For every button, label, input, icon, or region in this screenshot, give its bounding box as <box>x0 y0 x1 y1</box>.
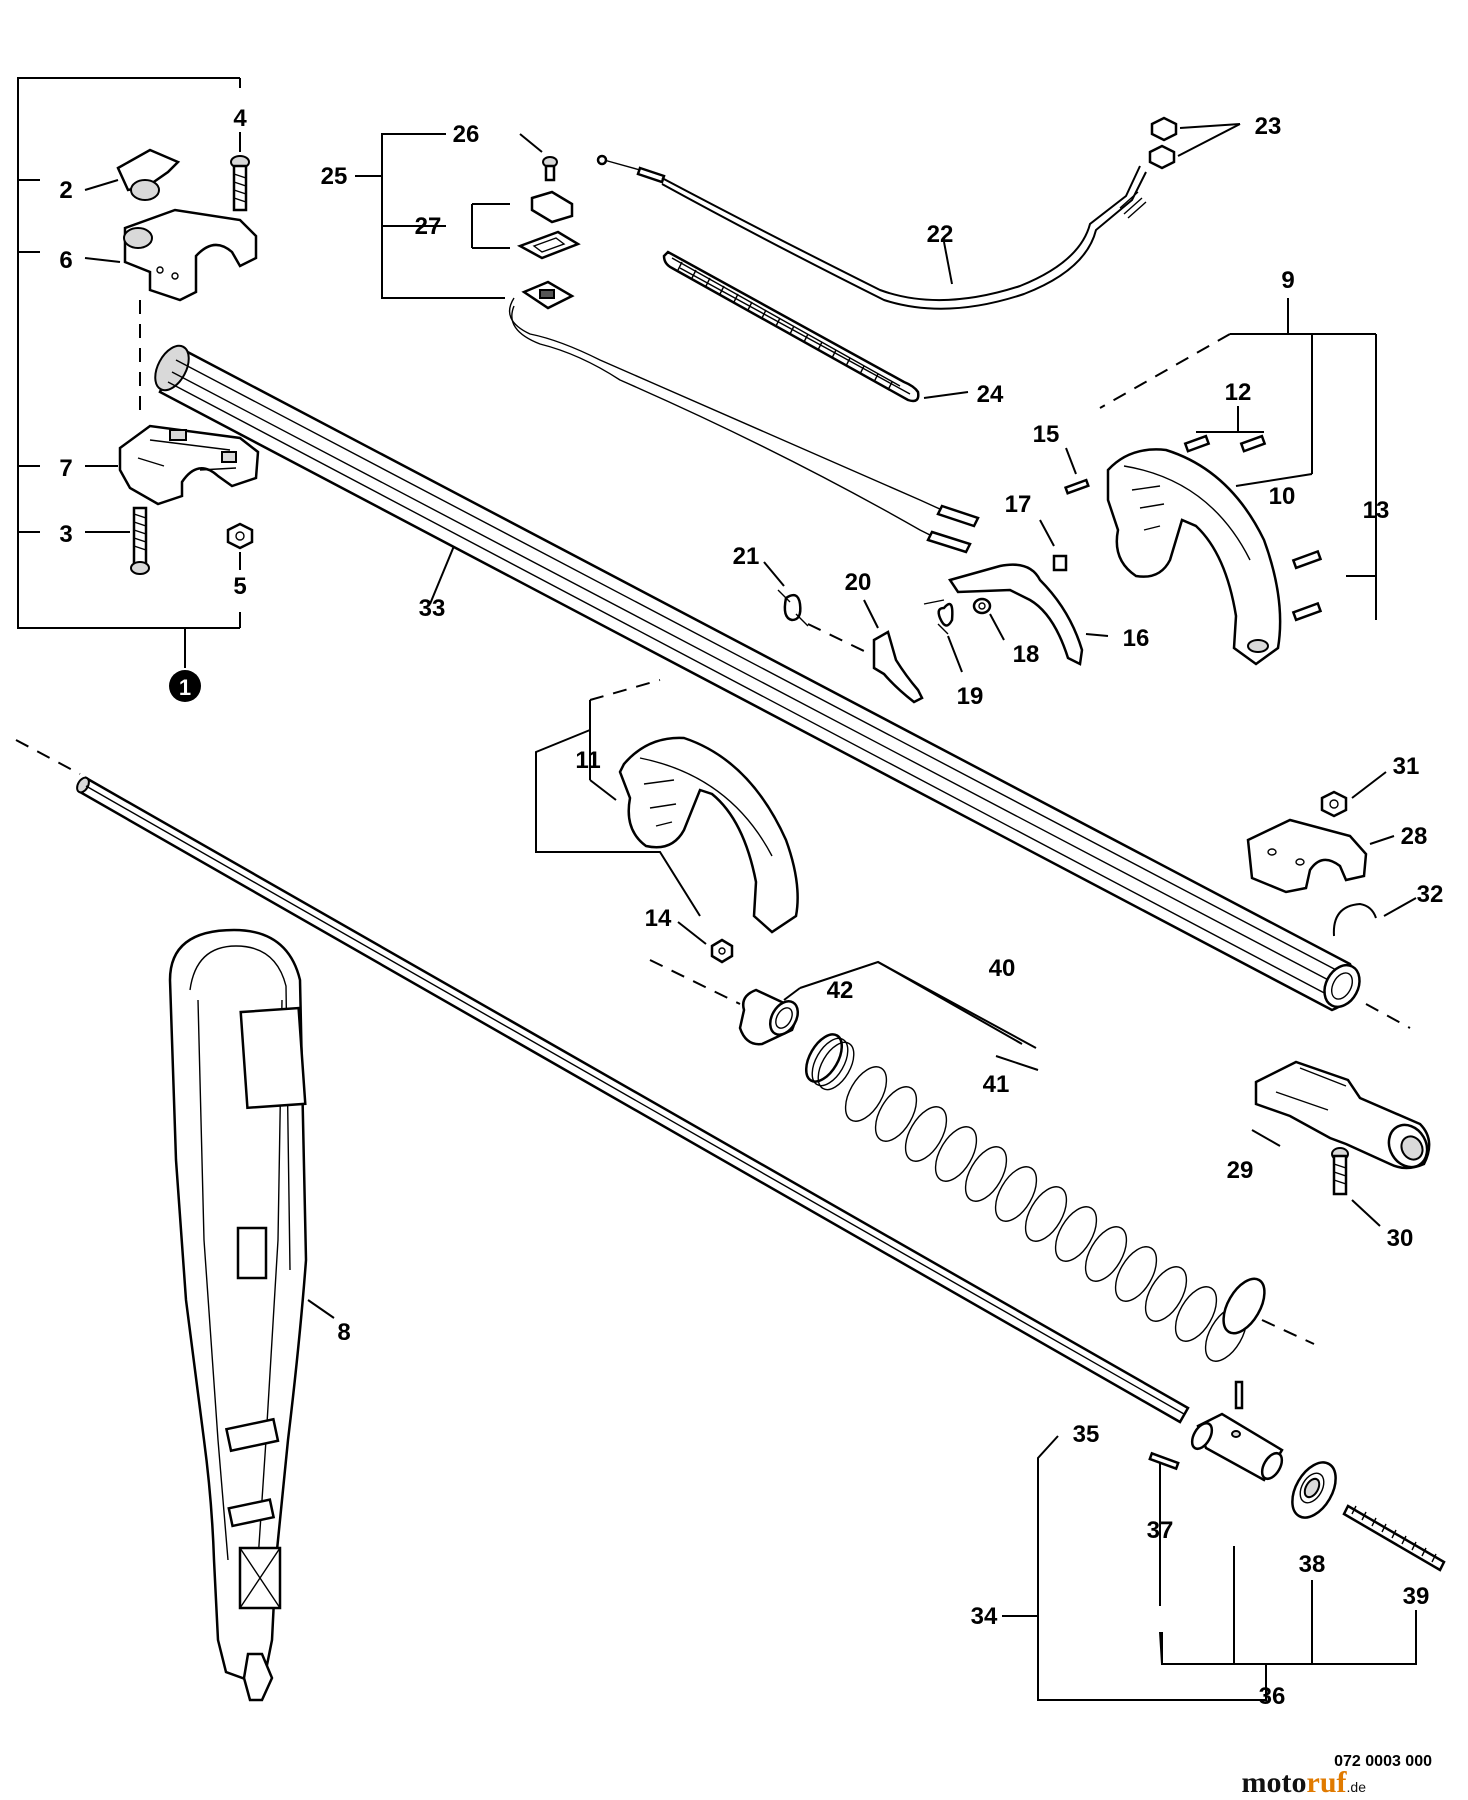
part-label: 15 <box>1033 421 1060 448</box>
part-label: 7 <box>59 455 72 482</box>
part-switch-wire <box>508 280 980 554</box>
part-nut-5 <box>226 522 254 570</box>
part-spring-41 <box>804 1033 1315 1362</box>
part-label: 11 <box>575 747 600 774</box>
part-main-tube <box>154 344 1361 1012</box>
bracket-9 <box>1099 298 1377 620</box>
drawing-code: 072 0003 000 <box>1334 1753 1432 1770</box>
part-label: 34 <box>971 1603 998 1630</box>
part-upper-clamp <box>84 208 258 302</box>
part-bolt-3 <box>85 506 150 575</box>
part-shoulder-strap <box>168 928 335 1702</box>
part-label: 24 <box>977 381 1004 408</box>
part-pin-17 <box>1039 519 1068 572</box>
clamp-assembly-bracket <box>17 77 241 668</box>
bracket-25 <box>355 133 510 299</box>
part-label: 21 <box>733 543 760 570</box>
part-label: 18 <box>1013 641 1040 668</box>
part-label: 31 <box>1393 753 1420 780</box>
part-label: 3 <box>59 521 72 548</box>
part-label: 28 <box>1401 823 1428 850</box>
part-lower-clamp <box>85 424 260 506</box>
part-label: 35 <box>1073 1421 1100 1448</box>
watermark-suffix: .de <box>1347 1779 1367 1795</box>
part-label: 23 <box>1255 113 1282 140</box>
part-pin-37 <box>1148 1451 1180 1514</box>
part-pin-15 <box>1063 447 1090 495</box>
part-label: 37 <box>1147 1517 1174 1544</box>
part-label: 27 <box>415 213 442 240</box>
part-bearing-38 <box>1291 1461 1337 1519</box>
part-label: 17 <box>1005 491 1032 518</box>
part-gear-adapter-29 <box>1251 1060 1431 1170</box>
part-label: 6 <box>59 247 72 274</box>
bracket-11 <box>535 679 701 917</box>
part-screw-26 <box>519 133 558 182</box>
part-label: 9 <box>1281 267 1294 294</box>
part-label: 13 <box>1363 497 1390 524</box>
part-handle-right <box>1106 448 1282 666</box>
part-label: 19 <box>957 683 984 710</box>
part-label: 30 <box>1387 1225 1414 1252</box>
leader-dash <box>807 623 867 653</box>
part-label: 4 <box>233 105 247 132</box>
part-label: 33 <box>419 595 446 622</box>
part-clamp-28 <box>1246 818 1395 894</box>
part-nut-14 <box>677 921 734 964</box>
part-label: 41 <box>983 1071 1010 1098</box>
bracket-12 <box>1183 406 1267 453</box>
part-label: 25 <box>321 163 348 190</box>
part-nut-31 <box>1320 771 1387 818</box>
part-label: 29 <box>1227 1157 1254 1184</box>
part-label: 39 <box>1403 1583 1430 1610</box>
assembly-marker-text: 1 <box>179 675 191 700</box>
part-pin-upper <box>1234 1380 1244 1410</box>
part-washer-18 <box>972 597 1005 641</box>
part-label: 16 <box>1123 625 1150 652</box>
part-label: 38 <box>1299 1551 1326 1578</box>
part-trigger-16 <box>948 563 1109 666</box>
part-label: 20 <box>845 569 872 596</box>
part-throttle-cable <box>596 154 1147 310</box>
part-label: 32 <box>1417 881 1444 908</box>
watermark-main: moto <box>1242 1766 1307 1799</box>
part-label: 8 <box>337 1319 350 1346</box>
part-nuts-23 <box>1148 116 1241 170</box>
part-labels: 4 2 6 7 3 5 26 25 27 23 22 24 9 12 15 10… <box>59 105 1443 1710</box>
part-bushing-42 <box>738 987 801 1046</box>
part-shaft-39 <box>1342 1504 1446 1572</box>
part-label: 36 <box>1259 1683 1286 1710</box>
bracket-34 <box>1002 1435 1417 1701</box>
part-spring-19 <box>923 599 963 673</box>
part-label: 5 <box>233 573 246 600</box>
part-label: 40 <box>989 955 1016 982</box>
part-drive-shaft <box>15 739 1190 1424</box>
part-label: 14 <box>645 905 672 932</box>
part-lever-20 <box>863 599 924 704</box>
watermark-logo: motoruf.de <box>1242 1766 1367 1799</box>
part-coupling-36 <box>1190 1412 1284 1482</box>
part-clip-32 <box>1332 897 1417 937</box>
part-label: 42 <box>827 977 854 1004</box>
leader-dash <box>1365 1003 1411 1029</box>
leader-line <box>943 241 953 285</box>
part-spring-cover <box>662 250 969 403</box>
part-handle-left <box>618 736 799 934</box>
part-plate-27 <box>516 190 581 260</box>
part-label: 12 <box>1225 379 1252 406</box>
part-knob <box>84 148 181 201</box>
part-screws-13 <box>1291 549 1323 622</box>
part-spring-21 <box>763 561 809 627</box>
part-bolt-30 <box>1331 1147 1381 1227</box>
part-bolt-4 <box>230 132 250 212</box>
part-label: 26 <box>453 121 480 148</box>
assembly-marker-circle <box>169 670 201 702</box>
part-label: 10 <box>1269 483 1296 510</box>
part-label: 22 <box>927 221 954 248</box>
bracket-40 <box>649 959 1039 1071</box>
watermark-accent: ruf <box>1307 1766 1348 1799</box>
part-label: 2 <box>59 177 72 204</box>
